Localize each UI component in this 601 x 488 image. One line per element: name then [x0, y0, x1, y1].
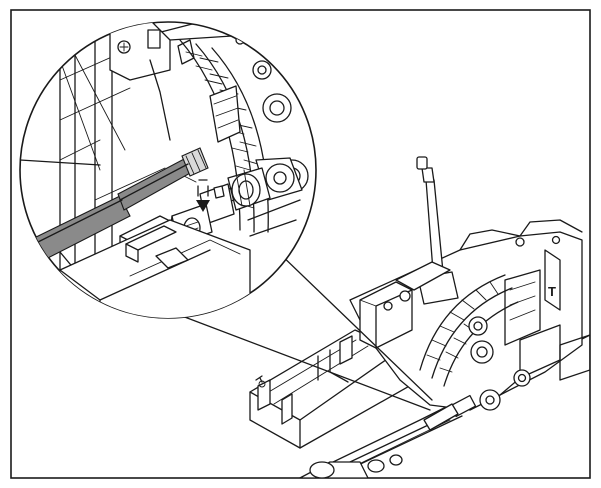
detail-base [59, 219, 251, 318]
base-tray [249, 329, 421, 449]
shifter-assembly: T [249, 156, 590, 478]
removal-tool [29, 147, 209, 263]
shift-gate [419, 274, 531, 411]
shift-bracket [359, 261, 451, 349]
callout-leader [181, 249, 433, 411]
detail-gate-arc [179, 39, 269, 233]
detail-callout [19, 21, 317, 319]
housing-label: T [548, 284, 556, 299]
shift-cable [299, 394, 477, 478]
